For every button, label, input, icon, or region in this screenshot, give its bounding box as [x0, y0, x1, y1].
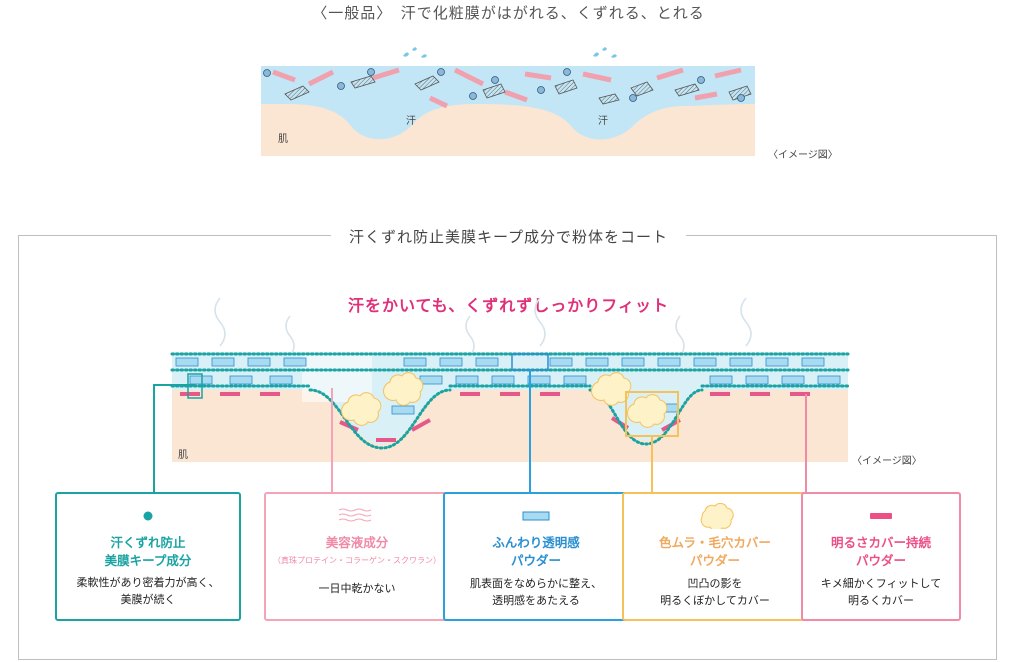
general-product-title: 〈一般品〉 汗で化粧膜がはがれる、くずれる、とれる	[312, 4, 705, 22]
card-title-line2: パウダー	[689, 553, 740, 568]
card-desc-line2: 美膜が続く	[120, 593, 176, 606]
card-title-line1: 明るさカバー持続	[830, 535, 931, 550]
fit-heading: 汗をかいても、くずれずしっかりフィット	[348, 296, 669, 315]
card-title-line2: 美膜キープ成分	[104, 553, 192, 568]
card-title-line2: パウダー	[855, 553, 906, 568]
product-frame-title: 汗くずれ防止美膜キープ成分で粉体をコート	[330, 228, 687, 246]
card-desc-line1: 柔軟性があり密着力が高く、	[76, 576, 220, 589]
pink-bar-icon	[870, 513, 892, 519]
card-title-line1: 美容液成分	[325, 535, 389, 550]
sweat-drop-icon	[403, 47, 617, 58]
card-title-line1: ふんわり透明感	[492, 535, 580, 550]
card-desc-line2: 明るくぼかしてカバー	[660, 594, 770, 607]
yellow-cloud-icon	[700, 503, 734, 529]
card-desc-line2: 明るくカバー	[848, 594, 914, 607]
card-desc-line2: 透明感をあたえる	[492, 594, 580, 607]
product-diagram	[153, 297, 850, 492]
card-desc-line1: 肌表面をなめらかに整え、	[470, 577, 602, 590]
sweat-label-2: 汗	[598, 116, 608, 127]
image-note-bottom: 〈イメージ図〉	[852, 456, 922, 467]
card-title-line2: パウダー	[510, 553, 561, 568]
teal-dot-icon	[143, 511, 153, 521]
card-title-line1: 汗くずれ防止	[110, 535, 186, 550]
card-pore-cover-powder: 色ムラ・毛穴カバー パウダー 凹凸の影を 明るくぼかしてカバー	[622, 492, 808, 621]
blue-rect-icon	[522, 511, 550, 521]
card-sweat-proof-ingredient: 汗くずれ防止 美膜キープ成分 柔軟性があり密着力が高く、 美膜が続く	[55, 492, 241, 621]
pink-wave-icon	[338, 508, 372, 522]
makeup-film-layer	[261, 66, 755, 140]
skin-label-bottom: 肌	[178, 450, 188, 461]
card-desc-line1: 一日中乾かない	[318, 582, 396, 595]
card-brightness-powder: 明るさカバー持続 パウダー キメ細かくフィットして 明るくカバー	[801, 492, 961, 621]
card-desc-line1: 凹凸の影を	[687, 577, 743, 590]
skin-label-top: 肌	[278, 134, 288, 145]
card-subtitle: （真珠プロテイン・コラーゲン・スクワラン）	[273, 556, 441, 565]
sweat-label-1: 汗	[406, 116, 416, 127]
card-title-line1: 色ムラ・毛穴カバー	[659, 535, 771, 550]
card-translucent-powder: ふんわり透明感 パウダー 肌表面をなめらかに整え、 透明感をあたえる	[443, 492, 629, 621]
card-serum-ingredient: 美容液成分 （真珠プロテイン・コラーゲン・スクワラン） 一日中乾かない	[264, 492, 450, 621]
skin-layer	[172, 390, 848, 462]
general-product-diagram	[261, 47, 755, 156]
steam-icon	[214, 297, 752, 357]
card-desc-line1: キメ細かくフィットして	[820, 577, 942, 590]
image-note-top: 〈イメージ図〉	[768, 150, 838, 161]
